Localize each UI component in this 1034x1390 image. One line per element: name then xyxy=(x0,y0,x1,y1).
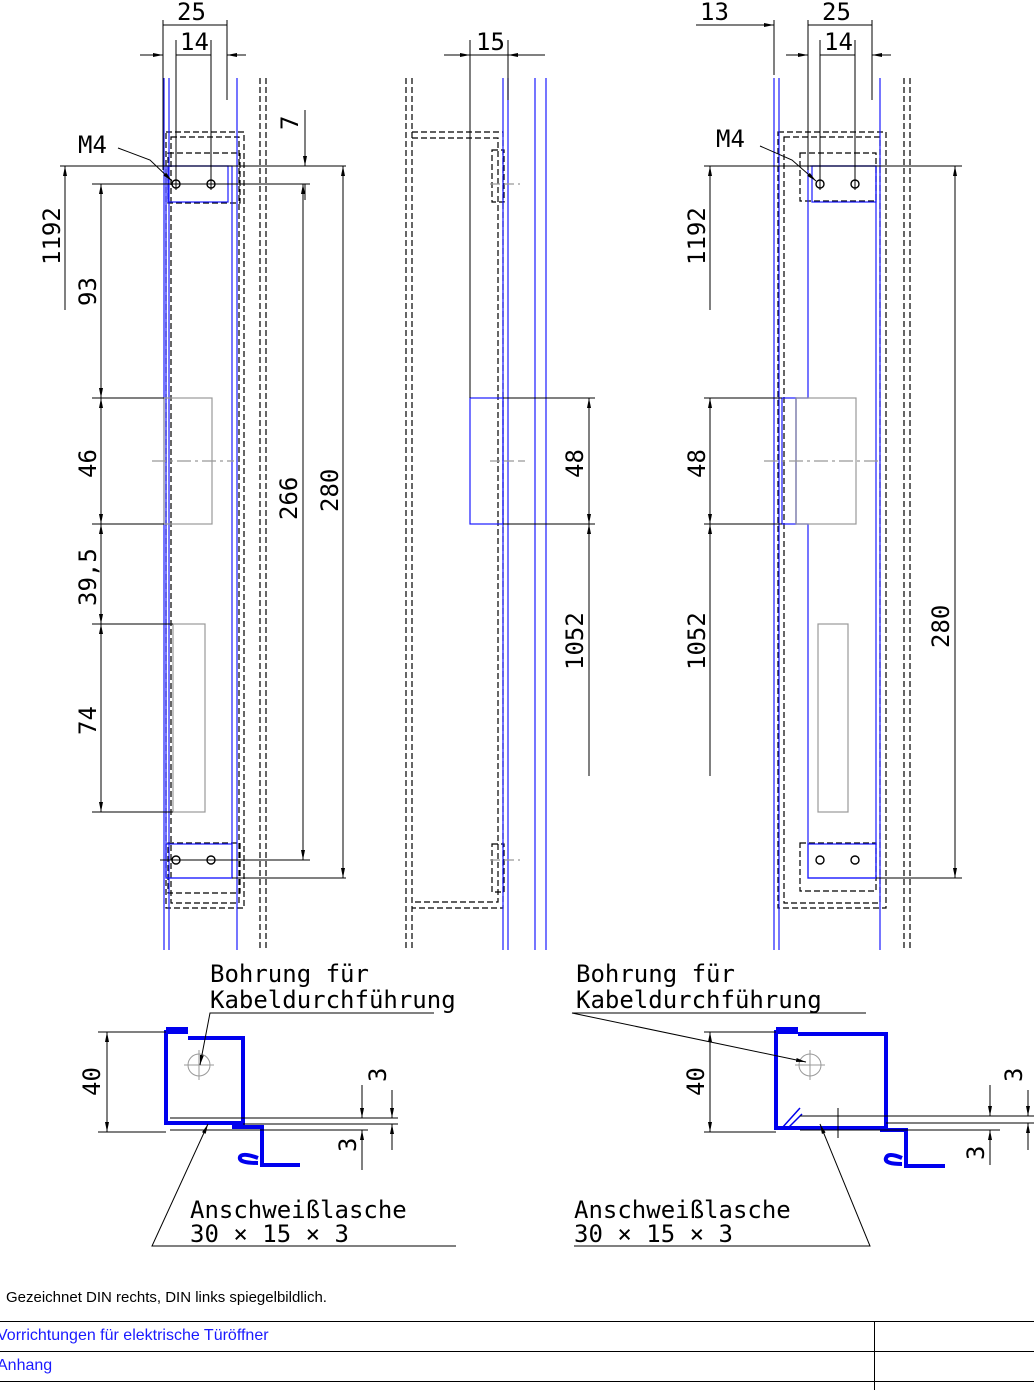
dim-280-left: 280 xyxy=(316,469,344,512)
dim-14-right: 14 xyxy=(824,28,853,56)
dim-14-left: 14 xyxy=(180,28,209,56)
label-bohrung-line1-left: Bohrung für xyxy=(210,960,369,988)
technical-drawing: 25 14 7 M4 1192 93 46 39,5 74 266 280 15… xyxy=(38,0,1034,1248)
dim-39-5-left: 39,5 xyxy=(74,548,102,606)
dim-48-mid: 48 xyxy=(561,449,589,478)
title-block-subtitle: Anhang xyxy=(0,1357,53,1374)
dim-40-left: 40 xyxy=(78,1067,106,1096)
dim-280-right: 280 xyxy=(927,605,955,648)
title-block-title: Vorrichtungen für elektrische Türöffner xyxy=(0,1327,269,1344)
dim-13-right: 13 xyxy=(700,0,729,26)
dim-1052-right: 1052 xyxy=(683,612,711,670)
dim-3b-right: 3 xyxy=(962,1146,990,1160)
right-front-view xyxy=(696,20,962,950)
dim-93-left: 93 xyxy=(74,277,102,306)
label-lasche-line2-right: 30 × 15 × 3 xyxy=(574,1220,733,1248)
dim-3a-left: 3 xyxy=(364,1068,392,1082)
label-lasche-line1-left: Anschweißlasche xyxy=(190,1196,407,1224)
title-block-row-2: Anhang xyxy=(0,1351,1034,1382)
title-block-cell-3 xyxy=(874,1381,875,1390)
dim-15-mid: 15 xyxy=(476,28,505,56)
label-m4-left: M4 xyxy=(78,131,107,159)
dim-25-left: 25 xyxy=(177,0,206,26)
dim-25-right: 25 xyxy=(822,0,851,26)
drawing-note: Gezeichnet DIN rechts, DIN links spiegel… xyxy=(6,1289,327,1306)
label-m4-right: M4 xyxy=(716,125,745,153)
label-bohrung-line2-right: Kabeldurchführung xyxy=(576,986,822,1014)
title-block-cell-1 xyxy=(874,1322,1034,1352)
label-bohrung-line2-left: Kabeldurchführung xyxy=(210,986,456,1014)
title-block-row-1: Vorrichtungen für elektrische Türöffner xyxy=(0,1321,1034,1352)
dim-3a-right: 3 xyxy=(1000,1068,1028,1082)
dim-46-left: 46 xyxy=(74,449,102,478)
dim-40-right: 40 xyxy=(682,1067,710,1096)
label-bohrung-line1-right: Bohrung für xyxy=(576,960,735,988)
dim-1192-right: 1192 xyxy=(683,207,711,265)
right-section-view xyxy=(571,1012,1034,1247)
label-lasche-line1-right: Anschweißlasche xyxy=(574,1196,791,1224)
dim-266-left: 266 xyxy=(275,477,303,520)
label-lasche-line2-left: 30 × 15 × 3 xyxy=(190,1220,349,1248)
dim-48-right: 48 xyxy=(683,449,711,478)
dim-3b-left: 3 xyxy=(334,1138,362,1152)
dim-1052-mid: 1052 xyxy=(561,612,589,670)
middle-side-view xyxy=(405,40,595,950)
dim-7-left: 7 xyxy=(276,116,304,130)
dim-1192-left: 1192 xyxy=(38,207,66,265)
dim-74-left: 74 xyxy=(74,706,102,735)
left-front-view xyxy=(60,20,346,950)
title-block-bottom-line xyxy=(0,1381,1034,1382)
left-section-view xyxy=(98,1012,456,1247)
title-block-cell-2 xyxy=(874,1352,1034,1382)
